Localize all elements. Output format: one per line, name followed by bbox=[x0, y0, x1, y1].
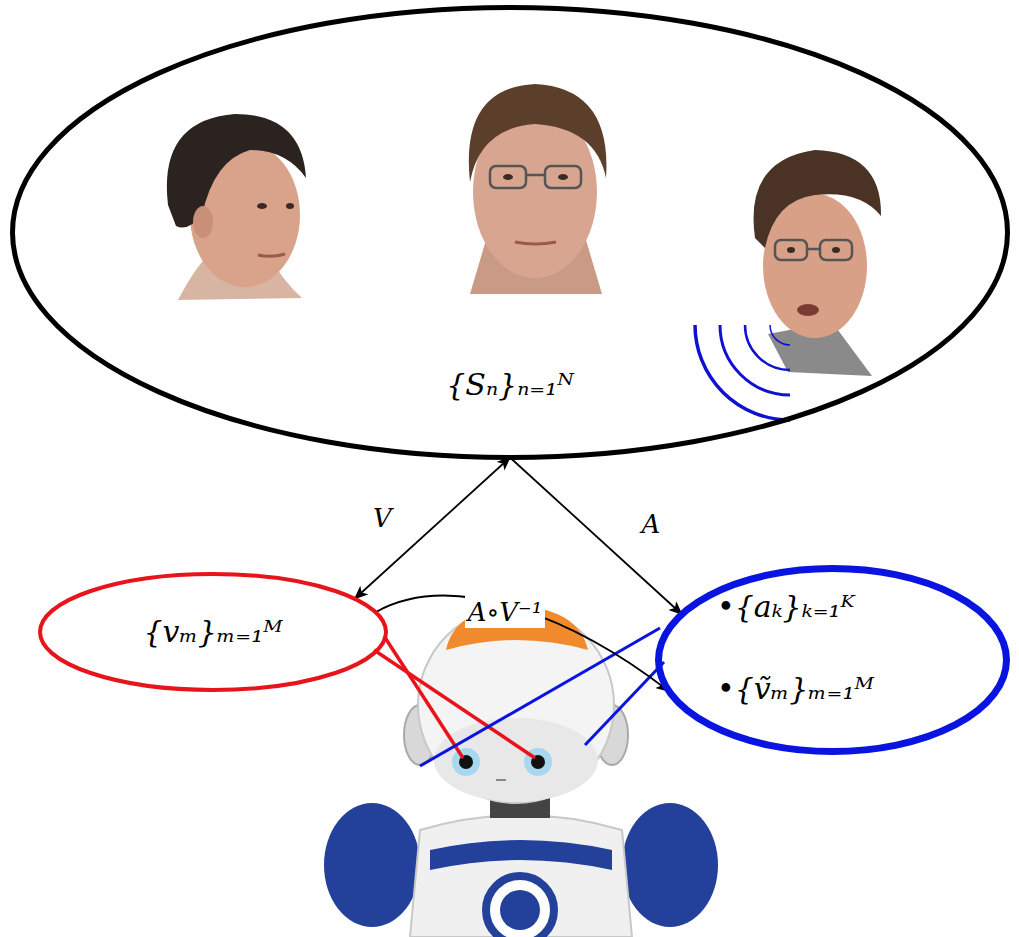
face-photo bbox=[545, 166, 581, 188]
mapping-arrow bbox=[510, 458, 682, 615]
face-photo bbox=[286, 203, 294, 209]
face-photo bbox=[787, 247, 795, 253]
robot-picture bbox=[496, 779, 506, 781]
sound-waves bbox=[745, 325, 790, 370]
mapping-arrow bbox=[355, 458, 510, 599]
sound-waves bbox=[720, 325, 790, 395]
camera-ellipse: {vₘ}ₘ₌₁ᴹ bbox=[38, 572, 388, 692]
microphone-leader-lines bbox=[585, 662, 664, 745]
ellipse-outline bbox=[659, 569, 1007, 752]
robot-picture bbox=[324, 803, 420, 927]
face-photo bbox=[167, 114, 306, 300]
ellipse-outline bbox=[40, 574, 386, 690]
robot-picture bbox=[622, 803, 718, 927]
sound-waves bbox=[695, 325, 790, 420]
camera-leader-lines bbox=[384, 636, 463, 758]
robot-picture bbox=[486, 876, 554, 937]
face-photo bbox=[490, 166, 526, 188]
face-photo bbox=[832, 247, 840, 253]
robot-picture bbox=[430, 840, 612, 870]
face-photo bbox=[797, 304, 819, 316]
mapping-label: A bbox=[639, 508, 664, 540]
face-photo bbox=[754, 150, 881, 376]
face-photo bbox=[167, 114, 306, 228]
face-photo bbox=[515, 242, 556, 244]
face-photo bbox=[469, 84, 607, 182]
mapping-arrow bbox=[376, 596, 669, 692]
scene-ellipse: {Sₙ}ₙ₌₁ᴺ bbox=[10, 5, 1010, 460]
face-photo bbox=[820, 240, 852, 260]
face-photo bbox=[775, 240, 807, 260]
robot-picture bbox=[452, 748, 480, 776]
microphone-leader-lines bbox=[420, 628, 660, 766]
face-photo bbox=[258, 254, 285, 256]
sound-waves bbox=[695, 325, 790, 420]
ellipse-outline bbox=[13, 8, 1008, 458]
math-label: {Sₙ}ₙ₌₁ᴺ bbox=[446, 365, 573, 405]
face-photo bbox=[763, 194, 867, 338]
face-photo bbox=[754, 150, 881, 248]
sound-waves bbox=[770, 325, 790, 345]
face-photo bbox=[807, 248, 820, 251]
math-label: {vₘ}ₘ₌₁ᴹ bbox=[143, 612, 282, 652]
face-photo bbox=[503, 174, 513, 180]
mapping-label: A∘V⁻¹ bbox=[465, 596, 545, 628]
mapping-label: V bbox=[370, 502, 395, 534]
math-label: •{aₖ}ₖ₌₁ᴷ bbox=[717, 587, 855, 627]
face-photo bbox=[257, 203, 267, 209]
face-photo bbox=[558, 174, 568, 180]
camera-leader-lines bbox=[374, 650, 535, 758]
math-label: •{ṽₘ}ₘ₌₁ᴹ bbox=[717, 669, 874, 709]
microphone-leader-lines bbox=[420, 628, 664, 766]
face-photo bbox=[193, 206, 213, 238]
microphone-ellipse: •{aₖ}ₖ₌₁ᴷ •{ṽₘ}ₘ₌₁ᴹ bbox=[655, 565, 1010, 755]
robot-picture bbox=[500, 890, 540, 930]
camera-leader-lines bbox=[374, 636, 535, 758]
face-photo bbox=[526, 174, 545, 177]
face-photo bbox=[469, 84, 607, 294]
robot-picture bbox=[434, 718, 598, 802]
